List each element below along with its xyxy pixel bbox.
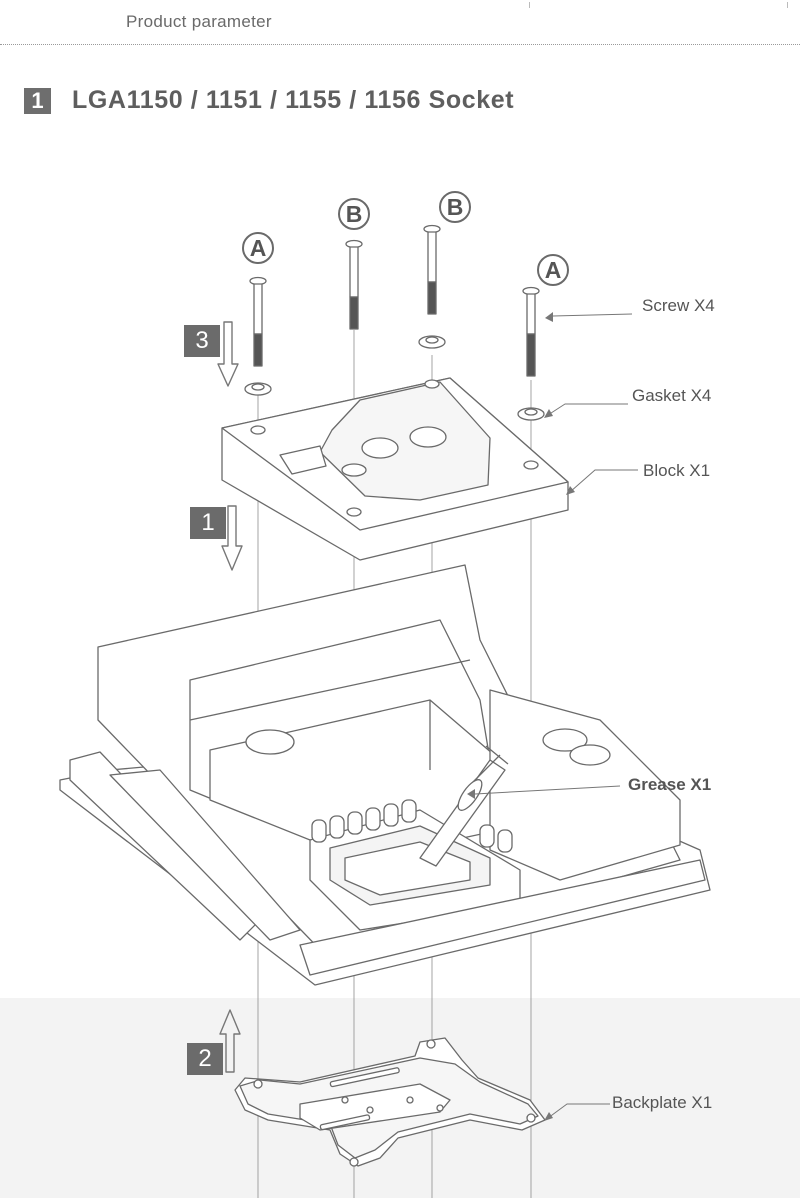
section-number: 1 [24, 88, 51, 114]
header-tick [787, 2, 788, 8]
capacitors [311, 799, 513, 853]
screw-marker-a-right: A [544, 257, 562, 283]
header-bar: Product parameter [0, 0, 800, 45]
section-title: LGA1150 / 1151 / 1155 / 1156 Socket [72, 86, 515, 114]
gasket-label: Gasket X4 [632, 386, 712, 405]
block-label: Block X1 [643, 461, 711, 480]
grease-label: Grease X1 [628, 775, 712, 794]
header-tick [529, 2, 530, 8]
screw-marker-b-right: B [446, 194, 464, 220]
backplate [234, 1037, 546, 1167]
backplate-label: Backplate X1 [612, 1093, 713, 1112]
header-title: Product parameter [126, 12, 272, 31]
letter-circles [242, 191, 569, 286]
gaskets [244, 335, 545, 421]
step-two-badge: 2 [187, 1043, 223, 1075]
motherboard [59, 564, 711, 986]
leader-lines [474, 313, 638, 1119]
water-block [221, 377, 569, 561]
step-arrows [217, 321, 243, 1073]
screw-marker-b-left: B [345, 201, 363, 227]
leader-arrowheads [467, 312, 575, 1121]
screw-marker-a-left: A [249, 235, 267, 261]
step-one-badge: 1 [190, 507, 226, 539]
screw-label: Screw X4 [642, 296, 715, 315]
step-three-badge: 3 [184, 325, 220, 357]
screws [249, 224, 540, 377]
